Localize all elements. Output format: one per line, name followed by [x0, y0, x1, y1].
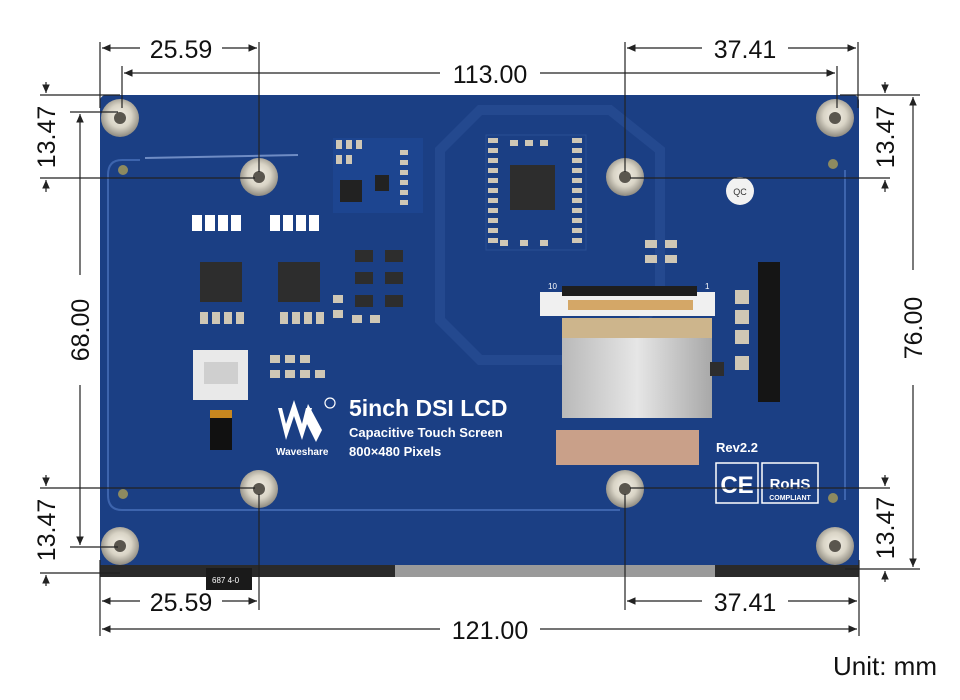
dim-overall-height: 76.00	[900, 297, 928, 360]
svg-text:QC: QC	[733, 187, 747, 197]
dim-bottom-right-hole-offset: 37.41	[714, 589, 777, 617]
amplifier-chip-right	[270, 215, 324, 324]
brand-name: Waveshare	[276, 447, 329, 458]
mounting-hole-top-left	[240, 158, 278, 196]
dim-left-bottom-margin: 13.47	[33, 499, 61, 562]
amplifier-chip-left	[192, 215, 244, 324]
dsi-ribbon-cable	[562, 318, 712, 418]
touch-connector	[193, 350, 248, 450]
dim-top-right-hole-offset: 37.41	[714, 36, 777, 64]
corner-standoff-bottom-left	[101, 527, 139, 565]
dsi-fpc-connector: 10 1	[540, 282, 715, 316]
dim-bottom-left-hole-offset: 25.59	[150, 589, 213, 617]
qc-sticker: QC	[726, 177, 754, 205]
svg-text:687 4-0: 687 4-0	[212, 576, 240, 585]
waveshare-logo-mark	[278, 397, 336, 442]
connector-pin-last-label: 1	[705, 282, 710, 291]
dim-left-top-margin: 13.47	[33, 106, 61, 169]
transistor-array	[333, 250, 403, 323]
dimension-lines	[40, 42, 920, 636]
corner-standoff-bottom-right	[816, 527, 854, 565]
dim-top-hole-span: 113.00	[453, 61, 528, 89]
copper-pad-area	[556, 430, 699, 465]
product-title: 5inch DSI LCD	[349, 395, 507, 421]
corner-standoff-top-right	[816, 99, 854, 137]
connector-pin-first-label: 10	[548, 282, 557, 291]
product-subtitle: Capacitive Touch Screen	[349, 425, 503, 440]
dim-left-hole-span: 68.00	[67, 299, 95, 362]
rohs-mark: RoHS COMPLIANT	[761, 462, 819, 504]
ce-mark-text: CE	[720, 472, 753, 499]
chip-cluster-top	[333, 138, 423, 213]
corner-standoff-top-left	[101, 99, 139, 137]
dim-right-top-margin: 13.47	[872, 106, 900, 169]
rohs-mark-text: RoHS	[770, 476, 811, 493]
rohs-compliant-text: COMPLIANT	[769, 495, 811, 502]
bottom-flex-tab: 687 4-0	[206, 568, 252, 590]
mounting-hole-bottom-left	[240, 470, 278, 508]
dim-right-bottom-margin: 13.47	[872, 497, 900, 560]
mounting-hole-top-right	[606, 158, 644, 196]
revision-label: Rev2.2	[716, 440, 758, 455]
dim-overall-width: 121.00	[452, 617, 528, 645]
ce-mark: CE	[715, 462, 759, 504]
product-resolution: 800×480 Pixels	[349, 444, 441, 459]
mcu-chip	[485, 134, 587, 251]
small-components-mid	[270, 240, 677, 378]
dim-top-left-hole-offset: 25.59	[150, 36, 213, 64]
mounting-hole-bottom-right	[606, 470, 644, 508]
side-fpc-connector	[710, 262, 780, 402]
unit-label: Unit: mm	[833, 651, 937, 681]
